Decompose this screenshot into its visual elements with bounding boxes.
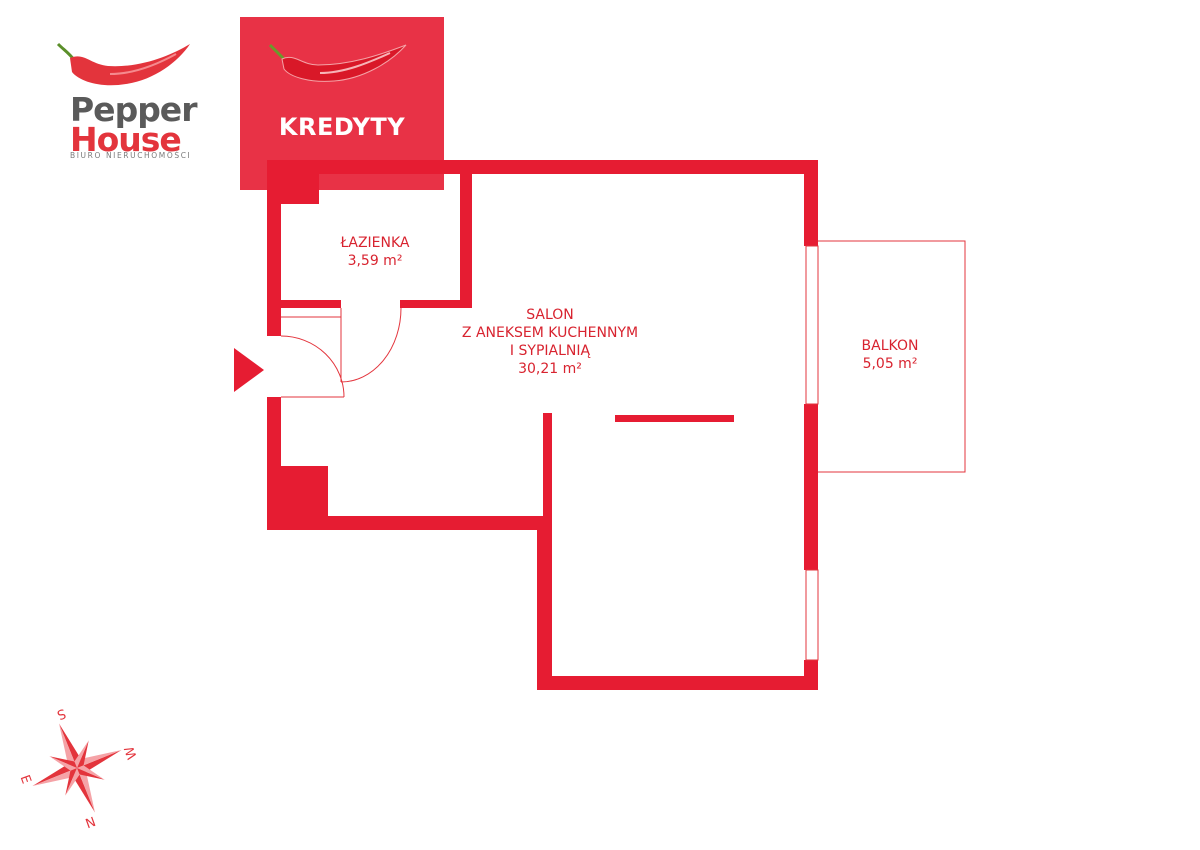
room-area: 3,59 m² (347, 253, 403, 269)
logo-text-pepper: Pepper (70, 90, 197, 129)
room-name: ŁAZIENKA (340, 235, 410, 251)
wall-bathroom-right (460, 174, 472, 306)
pepper-icon (56, 42, 190, 86)
window-1 (805, 245, 819, 405)
wall-column (281, 466, 328, 516)
logo-tagline: BIURO NIERUCHOMOŚCI (70, 151, 192, 160)
wall-right-3 (804, 660, 818, 690)
pepper-icon (268, 43, 407, 82)
entrance-door-arc (280, 335, 345, 398)
wall-wing-left (537, 516, 552, 690)
bathroom-door-arc (340, 307, 402, 383)
compass-icon (32, 723, 122, 813)
room-area: 30,21 m² (518, 361, 582, 377)
compass-rose: S W E N (15, 700, 165, 840)
balcony-outline (818, 240, 966, 473)
wall-right-1 (804, 160, 818, 246)
kredyty-label: KREDYTY (278, 113, 406, 141)
wall-left-lower (267, 397, 281, 530)
wall-partition (543, 413, 552, 530)
room-name: BALKON (861, 338, 919, 354)
room-name: Z ANEKSEM KUCHENNYM (461, 325, 639, 341)
room-label-balcony: BALKON 5,05 m² (830, 337, 950, 373)
plan-outlines (280, 240, 966, 661)
window-2 (805, 569, 819, 661)
room-name: SALON (526, 307, 574, 323)
room-area: 5,05 m² (862, 356, 918, 372)
wall-bathroom-bottom (281, 300, 341, 308)
wall-bathroom-bottom-2 (400, 300, 472, 308)
wall-left-upper (267, 160, 281, 336)
wall-top (267, 160, 818, 174)
wall-bottom-left (267, 516, 552, 530)
kitchen-counter-line (615, 415, 734, 422)
entrance-arrow-icon (234, 348, 264, 392)
logo-text-house: House (70, 120, 182, 159)
room-label-bathroom: ŁAZIENKA 3,59 m² (300, 234, 450, 270)
pepper-house-logo: Pepper House BIURO NIERUCHOMOŚCI (50, 38, 200, 168)
wall-bottom (537, 676, 818, 690)
room-label-living: SALON Z ANEKSEM KUCHENNYM I SYPIALNIĄ 30… (430, 306, 670, 378)
wall-right-2 (804, 404, 818, 570)
room-name: I SYPIALNIĄ (509, 343, 591, 359)
plan-walls (267, 160, 818, 690)
